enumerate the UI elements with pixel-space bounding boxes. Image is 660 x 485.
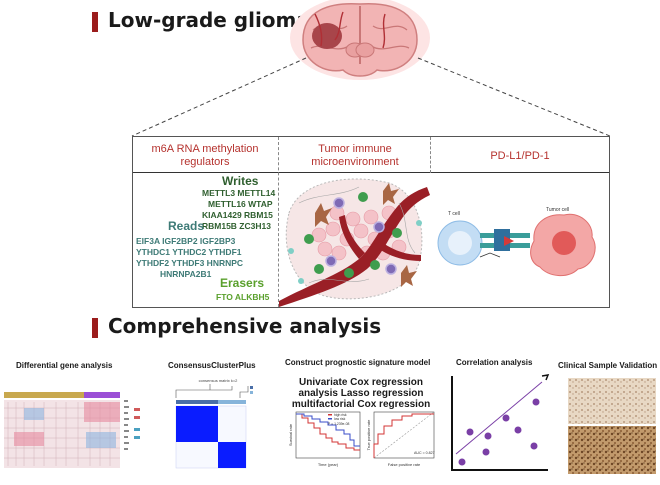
- col-title-tme: Tumor immune microenvironment: [311, 143, 399, 168]
- pdl1-ligand: [504, 236, 514, 246]
- roc-diagonal: [373, 411, 435, 459]
- reads-gene-line: HNRNPA2B1: [160, 269, 212, 279]
- panel-column-divider-2: [430, 137, 431, 173]
- clinical-validation-title: Clinical Sample Validation: [558, 361, 658, 370]
- fibroblast-cells: [315, 183, 417, 287]
- ihc-high-expression: [568, 426, 656, 474]
- reads-gene-line: YTHDF2 YTHDF3 HNRNPC: [136, 258, 244, 268]
- signature-model-title: Construct prognostic signature model: [285, 358, 431, 367]
- tumor-nucleus: [552, 231, 576, 255]
- km-legend-low: low risk: [334, 417, 346, 421]
- km-high-risk-curve: [296, 413, 360, 451]
- reads-gene-line: EIF3A IGF2BP2 IGF2BP3: [136, 236, 236, 246]
- cluster-block-2: [218, 442, 246, 468]
- km-xlabel: Time (year): [318, 462, 339, 467]
- correlation-scatter: [451, 374, 550, 471]
- erasers-gene-list: FTO ALKBH5: [216, 292, 270, 302]
- cluster-bar: [176, 400, 246, 404]
- reads-gene-list: EIF3A IGF2BP2 IGF2BP3 YTHDC1 YTHDC2 YTHD…: [136, 236, 243, 280]
- heading-bar: [92, 11, 98, 32]
- immune-cells-green: [304, 192, 402, 278]
- scatter-points: [458, 398, 540, 466]
- regression-line: [455, 381, 543, 455]
- erasers-label: Erasers: [220, 276, 265, 290]
- consensus-subtitle: consensus matrix k=2: [199, 378, 239, 383]
- km-legend-high: high risk: [334, 413, 347, 417]
- clinical-ihc-images: [568, 378, 656, 474]
- writes-gene-line: RBM15B ZC3H13: [202, 221, 271, 231]
- pdl1-pd1-illustration: T cell Tumor cell: [437, 207, 596, 276]
- correlation-analysis-title: Correlation analysis: [456, 358, 533, 367]
- km-ylabel: Survival rate: [288, 423, 293, 446]
- roc-xlabel: False positive rate: [388, 462, 421, 467]
- method-line: analysis Lasso regression: [298, 388, 424, 399]
- cluster-block-1: [176, 406, 218, 442]
- col-title-m6a: m6A RNA methylation regulators: [151, 143, 259, 168]
- diff-analysis-title: Differential gene analysis: [16, 361, 113, 370]
- consensus-cluster-title: ConsensusClusterPlus: [168, 361, 256, 370]
- heading-comprehensive-analysis: Comprehensive analysis: [92, 314, 381, 338]
- writes-gene-line: KIAA1429 RBM15: [202, 210, 273, 220]
- heading-text: Comprehensive analysis: [108, 314, 382, 338]
- reads-gene-line: YTHDC1 YTHDC2 YTHDF1: [136, 247, 242, 257]
- panel-column-divider-1: [278, 137, 279, 307]
- panel-header-divider: [133, 172, 609, 173]
- virus-particles: [288, 220, 422, 284]
- method-line: multifactorial Cox regression: [291, 399, 431, 410]
- km-pvalue: P = 1.239e-08: [328, 422, 349, 426]
- roc-auc: AUC = 0.827: [414, 451, 435, 455]
- col-title-pdl1: PD-L1/PD-1: [490, 150, 550, 162]
- writes-gene-line: METTL3 METTL14: [202, 188, 276, 198]
- heading-bar: [92, 317, 98, 338]
- heading-low-grade-glioma: Low-grade glioma: [92, 8, 310, 32]
- tumor-cell-label: Tumor cell: [546, 207, 569, 213]
- t-cell-label: T cell: [448, 211, 460, 217]
- ihc-low-expression: [568, 378, 656, 424]
- zoom-connector-lines: [131, 57, 611, 137]
- roc-curve: [373, 413, 434, 458]
- consensus-matrix: consensus matrix k=2: [175, 378, 253, 469]
- brain-illustration: [290, 0, 430, 80]
- writes-gene-line: METTL16 WTAP: [208, 199, 273, 209]
- writes-gene-list: METTL3 METTL14 METTL16 WTAP KIAA1429 RBM…: [202, 188, 275, 232]
- cluster-dendrogram: [175, 384, 249, 398]
- blood-vessel: [279, 187, 430, 307]
- roc-ylabel: True positive rate: [366, 419, 371, 451]
- signature-methods: Univariate Cox regression analysis Lasso…: [284, 377, 438, 410]
- method-line: Univariate Cox regression: [299, 377, 423, 388]
- scatter-axes: [451, 376, 548, 471]
- km-low-risk-curve: [296, 413, 360, 447]
- reads-label: Reads: [168, 219, 205, 233]
- roc-plot: AUC = 0.827 False positive rate True pos…: [366, 411, 435, 467]
- immune-cells-purple: [325, 197, 397, 275]
- tumor-microenvironment-illustration: [279, 178, 430, 307]
- writes-label: Writes: [222, 174, 259, 188]
- tumor-region: [312, 23, 342, 49]
- differential-heatmap: [4, 388, 154, 468]
- km-survival-plot: high risk low risk P = 1.239e-08 Time (y…: [288, 411, 361, 467]
- heading-text: Low-grade glioma: [108, 8, 310, 32]
